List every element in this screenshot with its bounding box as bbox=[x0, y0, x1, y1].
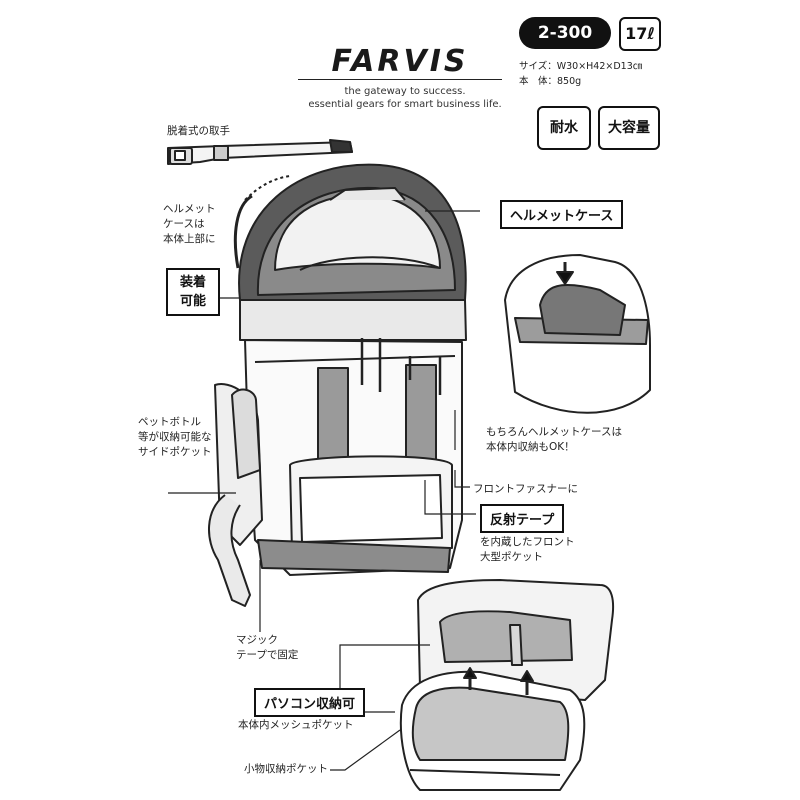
reflective-tape-label: 反射テープ bbox=[480, 504, 565, 533]
helmet-case-drawing bbox=[233, 163, 467, 301]
magic-tape-caption: マジック テープで固定 bbox=[236, 633, 298, 663]
bottle-pocket-caption: ペットボトル 等が収納可能な サイドポケット bbox=[138, 415, 212, 460]
caption-line: 等が収納可能な bbox=[138, 431, 212, 443]
capacity-badge: 17ℓ bbox=[619, 17, 661, 51]
tagline-line-2: essential gears for smart business life. bbox=[308, 99, 502, 110]
small-items-caption: 小物収納ポケット bbox=[244, 763, 328, 775]
feature-badge-waterproof: 耐水 bbox=[537, 106, 591, 150]
caption-line: もちろんヘルメットケースは bbox=[486, 426, 622, 438]
weight-spec: 本 体：850g bbox=[519, 76, 582, 87]
helmet-inside-caption: もちろんヘルメットケースは 本体内収納もOK！ bbox=[486, 425, 622, 455]
mesh-pocket-caption: 本体内メッシュポケット bbox=[238, 719, 354, 731]
feature-badge-large-capacity: 大容量 bbox=[598, 106, 660, 150]
front-pocket-caption: を内蔵したフロント 大型ポケット bbox=[480, 535, 575, 565]
helmet-case-label: ヘルメットケース bbox=[500, 200, 624, 229]
helmet-inside-inset bbox=[504, 254, 651, 414]
caption-line: ケースは bbox=[163, 218, 205, 230]
caption-line: を内蔵したフロント bbox=[480, 536, 575, 548]
brand-divider bbox=[298, 79, 502, 80]
tagline-line-1: the gateway to success. bbox=[344, 86, 466, 97]
caption-line: サイドポケット bbox=[138, 446, 212, 458]
size-spec: サイズ：W30×H42×D13㎝ bbox=[519, 61, 643, 72]
caption-line: ペットボトル bbox=[138, 416, 201, 428]
model-number-badge: 2-300 bbox=[519, 17, 611, 49]
caption-line: 大型ポケット bbox=[480, 551, 543, 563]
label-line: 可能 bbox=[179, 294, 206, 309]
attachable-label: 装着 可能 bbox=[166, 268, 220, 316]
front-zipper-caption: フロントファスナーに bbox=[473, 483, 578, 495]
label-line: 装着 bbox=[179, 275, 206, 290]
caption-line: 本体内収納もOK！ bbox=[486, 441, 575, 453]
handle-caption: 脱着式の取手 bbox=[167, 125, 230, 137]
caption-line: マジック bbox=[236, 634, 278, 646]
brand-tagline: the gateway to success. essential gears … bbox=[290, 85, 520, 111]
detachable-handle-drawing bbox=[167, 139, 353, 165]
caption-line: 本体上部に bbox=[163, 233, 216, 245]
backpack-body-drawing bbox=[207, 299, 467, 607]
helmet-case-top-caption: ヘルメット ケースは 本体上部に bbox=[163, 202, 216, 247]
open-interior-drawing bbox=[399, 579, 615, 791]
caption-line: ヘルメット bbox=[163, 203, 216, 215]
brand-logo: FARVIS bbox=[331, 44, 469, 79]
caption-line: テープで固定 bbox=[236, 649, 299, 661]
pc-storage-label: パソコン収納可 bbox=[254, 688, 366, 717]
